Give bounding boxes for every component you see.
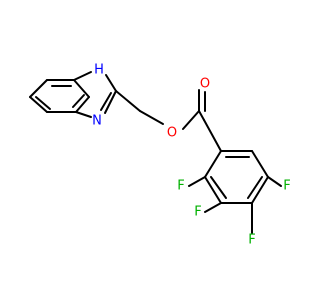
bond <box>203 119 222 152</box>
double-bond <box>72 94 85 108</box>
bond <box>182 110 200 130</box>
fluorine-label: F <box>194 205 201 220</box>
bond <box>75 96 90 113</box>
bond <box>29 79 48 98</box>
bond <box>188 176 206 187</box>
molecule-structure: H N N O O F F F F <box>29 63 291 248</box>
tetrafluorophenyl-ring <box>203 119 269 204</box>
bond <box>73 71 92 81</box>
methylene-linker <box>115 90 200 130</box>
double-bond <box>35 96 51 110</box>
bond <box>115 90 141 112</box>
bond <box>204 176 222 204</box>
fluorine-bonds <box>188 176 282 234</box>
ester-oxygen-label: O <box>167 126 177 141</box>
fluorine-label: F <box>177 179 184 194</box>
bond <box>251 176 269 204</box>
bond <box>198 110 205 121</box>
atom-labels: H N N O O F F F F <box>92 63 291 248</box>
bond <box>267 176 282 187</box>
bond <box>73 79 90 98</box>
double-bond <box>210 176 227 199</box>
bond <box>204 202 222 213</box>
bond <box>204 150 222 178</box>
bond <box>139 110 164 125</box>
bond <box>104 90 117 114</box>
bond <box>29 96 48 113</box>
bond <box>75 111 92 118</box>
molecule-canvas: H N N O O F F F F <box>29 62 291 248</box>
double-bond <box>247 176 263 199</box>
bond <box>105 74 117 92</box>
fluorine-label: F <box>248 233 255 248</box>
carbonyl-oxygen-label: O <box>200 77 210 92</box>
benzimidazole-benzene-ring <box>29 79 90 113</box>
fluorine-label: F <box>283 179 290 194</box>
bond <box>251 150 269 178</box>
imidazole-ring <box>73 71 117 118</box>
imidazole-nitrogen-label: N <box>92 114 102 129</box>
carbonyl-group <box>198 89 206 121</box>
double-bond <box>100 92 112 111</box>
nh-hydrogen-label: H <box>94 63 104 78</box>
